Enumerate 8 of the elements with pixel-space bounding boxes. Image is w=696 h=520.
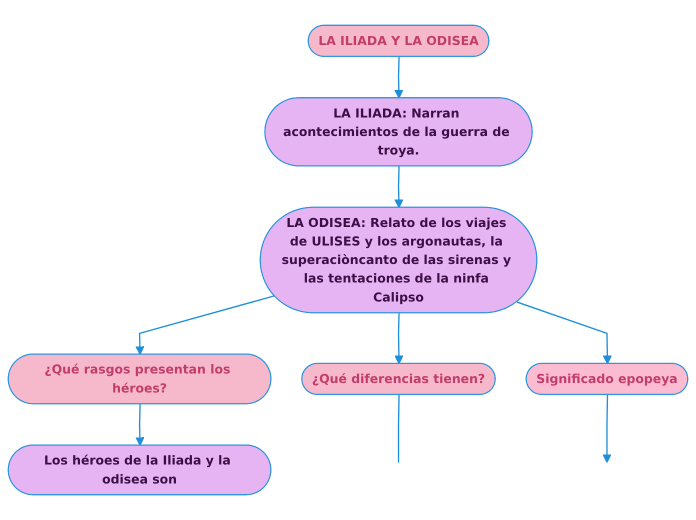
arrow <box>602 394 612 464</box>
arrow <box>394 166 404 208</box>
arrow <box>516 301 612 364</box>
arrow <box>135 295 275 355</box>
arrow <box>135 404 144 446</box>
arrow <box>394 56 404 99</box>
arrow <box>394 313 404 364</box>
connector <box>398 394 400 463</box>
